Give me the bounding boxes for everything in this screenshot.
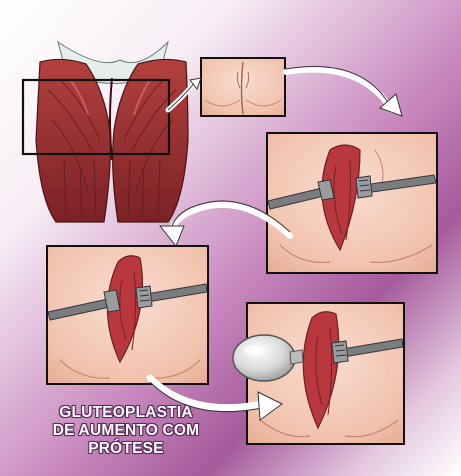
procedure-caption: GLUTEOPLASTIA DE AUMENTO COM PRÓTESE — [26, 404, 226, 458]
caption-line-3: PRÓTESE — [26, 440, 226, 458]
caption-line-1: GLUTEOPLASTIA — [26, 404, 226, 422]
pocket-panel — [47, 246, 208, 384]
buttocks-panel — [201, 58, 285, 116]
caption-line-2: DE AUMENTO COM — [26, 422, 226, 440]
incision-panel — [267, 133, 437, 273]
